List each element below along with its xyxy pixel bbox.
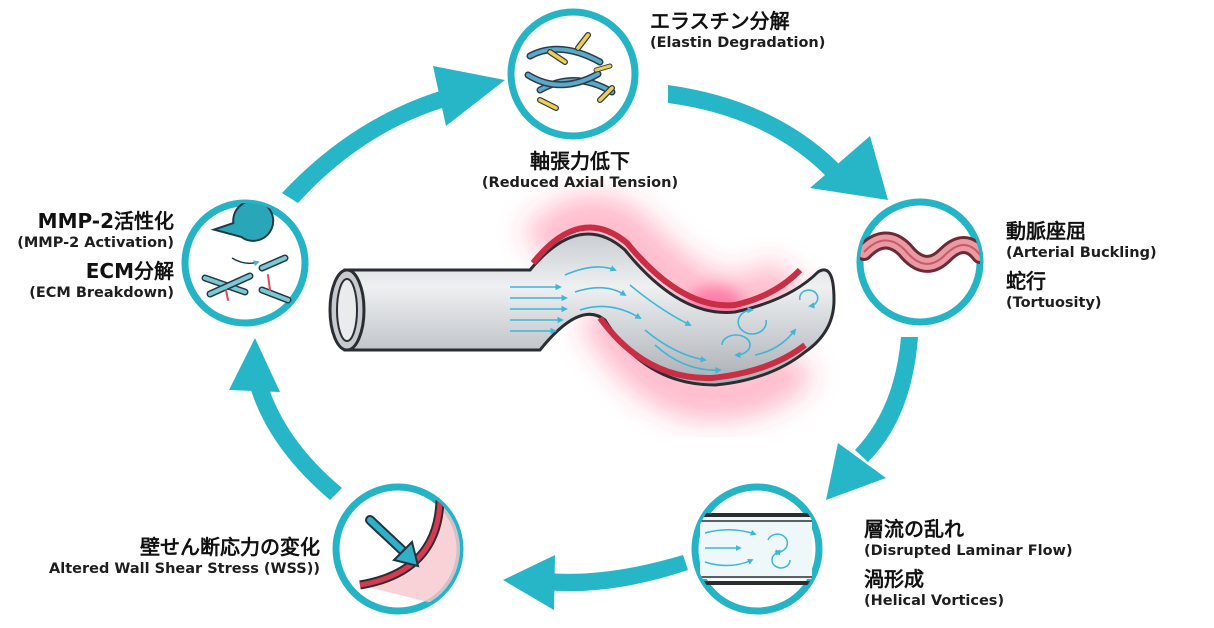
label-vortices-jp: 渦形成: [864, 566, 924, 591]
label-buckling: 動脈座屈 (Arterial Buckling) 蛇行 (Tortuosity): [1006, 220, 1157, 311]
label-vortices-en: (Helical Vortices): [864, 592, 1005, 609]
label-flow-en: (Disrupted Laminar Flow): [864, 543, 1073, 559]
node-elastin: [507, 8, 639, 140]
label-elastin: エラスチン分解 (Elastin Degradation): [650, 10, 825, 52]
arrow-mmp-to-elastin: [282, 66, 505, 203]
vortex-circles: [721, 289, 819, 359]
label-center-en: (Reduced Axial Tension): [481, 175, 679, 191]
node-buckling: [856, 198, 984, 326]
label-elastin-jp: エラスチン分解: [650, 9, 790, 33]
label-flow-jp: 層流の乱れ: [864, 517, 964, 541]
label-tortuosity-en: (Tortuosity): [1006, 294, 1102, 311]
label-wss-jp: 壁せん断応力の変化: [140, 535, 320, 559]
arrow-buckling-to-flow: [826, 337, 918, 500]
label-flow: 層流の乱れ (Disrupted Laminar Flow) 渦形成 (Heli…: [864, 518, 1073, 609]
node-flow: [691, 483, 823, 615]
arrow-elastin-to-buckling: [668, 85, 888, 200]
label-ecm-en: (ECM Breakdown): [29, 284, 174, 301]
wavy-artery-icon: [860, 231, 980, 273]
label-ecm-jp: ECM分解: [85, 258, 174, 283]
vortex-flow-channel-icon: [700, 513, 812, 585]
label-buckling-en: (Arterial Buckling): [1006, 245, 1157, 261]
central-artery-illustration: [328, 194, 836, 421]
label-center: 軸張力低下 (Reduced Axial Tension): [460, 150, 700, 192]
label-wss: 壁せん断応力の変化 Altered Wall Shear Stress (WSS…: [20, 536, 320, 578]
cycle-arrows: [229, 66, 918, 610]
artery-wall-top: [530, 224, 803, 309]
label-elastin-en: (Elastin Degradation): [650, 35, 826, 51]
shear-stress-arrow-icon: [359, 499, 460, 610]
label-center-jp: 軸張力低下: [530, 149, 630, 173]
fragmented-elastin-fibers-icon: [524, 32, 616, 111]
label-wss-en: Altered Wall Shear Stress (WSS)): [49, 561, 320, 577]
artery-wall-bottom: [597, 316, 807, 382]
label-tortuosity-jp: 蛇行: [1006, 268, 1046, 293]
label-mmp-jp: MMP-2活性化: [37, 209, 174, 233]
arrow-wss-to-mmp: [229, 338, 342, 500]
label-mmp-en: (MMP-2 Activation): [17, 235, 174, 251]
label-mmp: MMP-2活性化 (MMP-2 Activation) ECM分解 (ECM B…: [0, 210, 174, 301]
laminar-flow-lines: [510, 265, 722, 374]
node-wss: [332, 483, 464, 615]
arrow-flow-to-wss: [503, 555, 688, 610]
pacman-enzyme-fibers-icon: [201, 203, 292, 304]
label-buckling-jp: 動脈座屈: [1006, 219, 1086, 243]
node-mmp: [181, 199, 309, 327]
artery-tube-body: [343, 232, 836, 387]
